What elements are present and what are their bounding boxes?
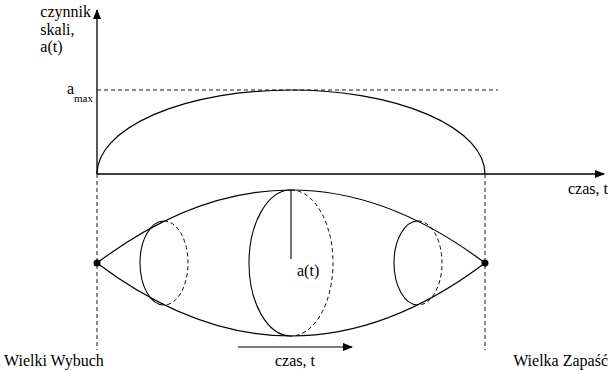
event-label: Wielki Wybuch bbox=[4, 352, 104, 370]
universe-outline bbox=[97, 263, 485, 336]
time-arrow bbox=[238, 346, 352, 347]
cross-section bbox=[164, 221, 188, 305]
arrow-label: czas, t bbox=[275, 352, 315, 370]
singularity-dot bbox=[94, 260, 101, 267]
cross-section bbox=[140, 221, 164, 305]
radius-line bbox=[290, 190, 291, 259]
event-label: Wielka Zapaść bbox=[513, 352, 608, 370]
universe-outline bbox=[97, 190, 485, 263]
cross-section bbox=[249, 190, 291, 336]
axis-label: czynnik skali, a(t) bbox=[40, 3, 91, 56]
axis-label: czas, t bbox=[568, 180, 608, 198]
cross-section bbox=[291, 190, 333, 336]
max-label: a bbox=[67, 80, 74, 98]
radius-label: a(t) bbox=[296, 262, 320, 280]
singularity-dot bbox=[482, 260, 489, 267]
y-axis bbox=[96, 10, 97, 174]
scale-curve bbox=[97, 90, 485, 174]
cross-section bbox=[394, 221, 418, 305]
max-subscript: max bbox=[74, 92, 93, 104]
x-axis bbox=[97, 173, 604, 174]
cross-section bbox=[418, 221, 442, 305]
